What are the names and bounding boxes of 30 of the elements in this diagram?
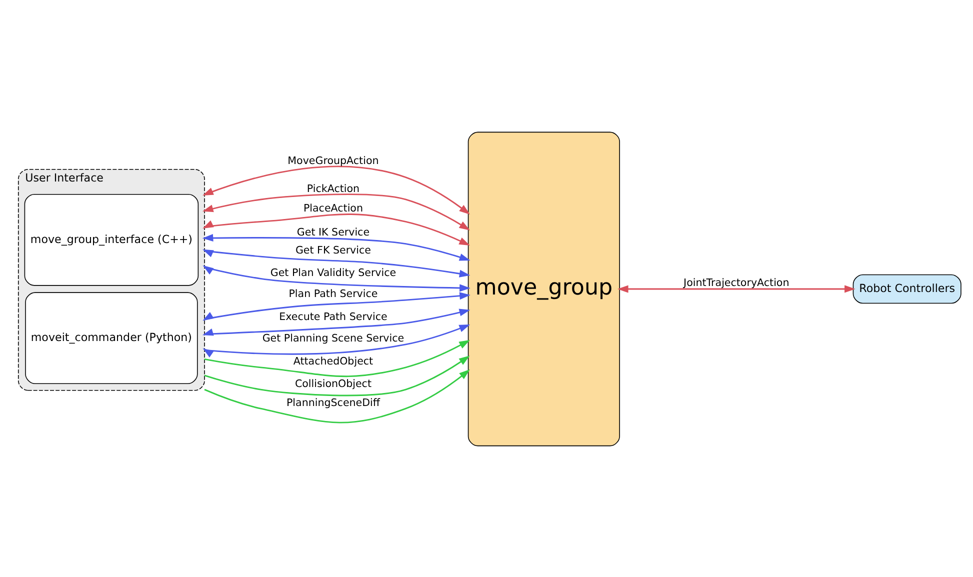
arrow — [202, 233, 470, 260]
edge-label: Get FK Service — [295, 244, 371, 256]
arrow — [202, 165, 470, 214]
edge-label: Get Planning Scene Service — [262, 332, 404, 344]
node-box: moveit_commander (Python) — [25, 292, 198, 384]
arrow — [202, 264, 470, 292]
arrow — [202, 292, 470, 320]
arrow — [202, 324, 470, 357]
edge-label: Execute Path Service — [279, 310, 388, 323]
edge-label: Plan Path Service — [288, 288, 378, 300]
arrow — [202, 213, 470, 246]
edge-label: Get IK Service — [296, 226, 370, 238]
edge-label: PlaceAction — [303, 202, 364, 214]
arrow — [204, 340, 470, 377]
arrow — [202, 248, 470, 277]
arrow — [202, 193, 470, 230]
edge-label: JointTrajectoryAction — [684, 276, 790, 289]
node-box: move_group_interface (C++) — [24, 193, 199, 286]
edge-label: PlanningSceneDiff — [286, 396, 380, 408]
arrow — [204, 368, 470, 423]
edge-label: MoveGroupAction — [288, 154, 379, 167]
edge-label: AttachedObject — [293, 355, 374, 368]
edge-label: CollisionObject — [294, 377, 372, 390]
node-box: move_group — [468, 131, 620, 446]
arrow — [204, 355, 470, 396]
arrow — [202, 308, 470, 336]
edge-label: Get Plan Validity Service — [270, 266, 396, 278]
node-box: Robot Controllers — [852, 274, 962, 304]
arrow — [617, 284, 856, 292]
edge-label: PickAction — [306, 182, 360, 194]
